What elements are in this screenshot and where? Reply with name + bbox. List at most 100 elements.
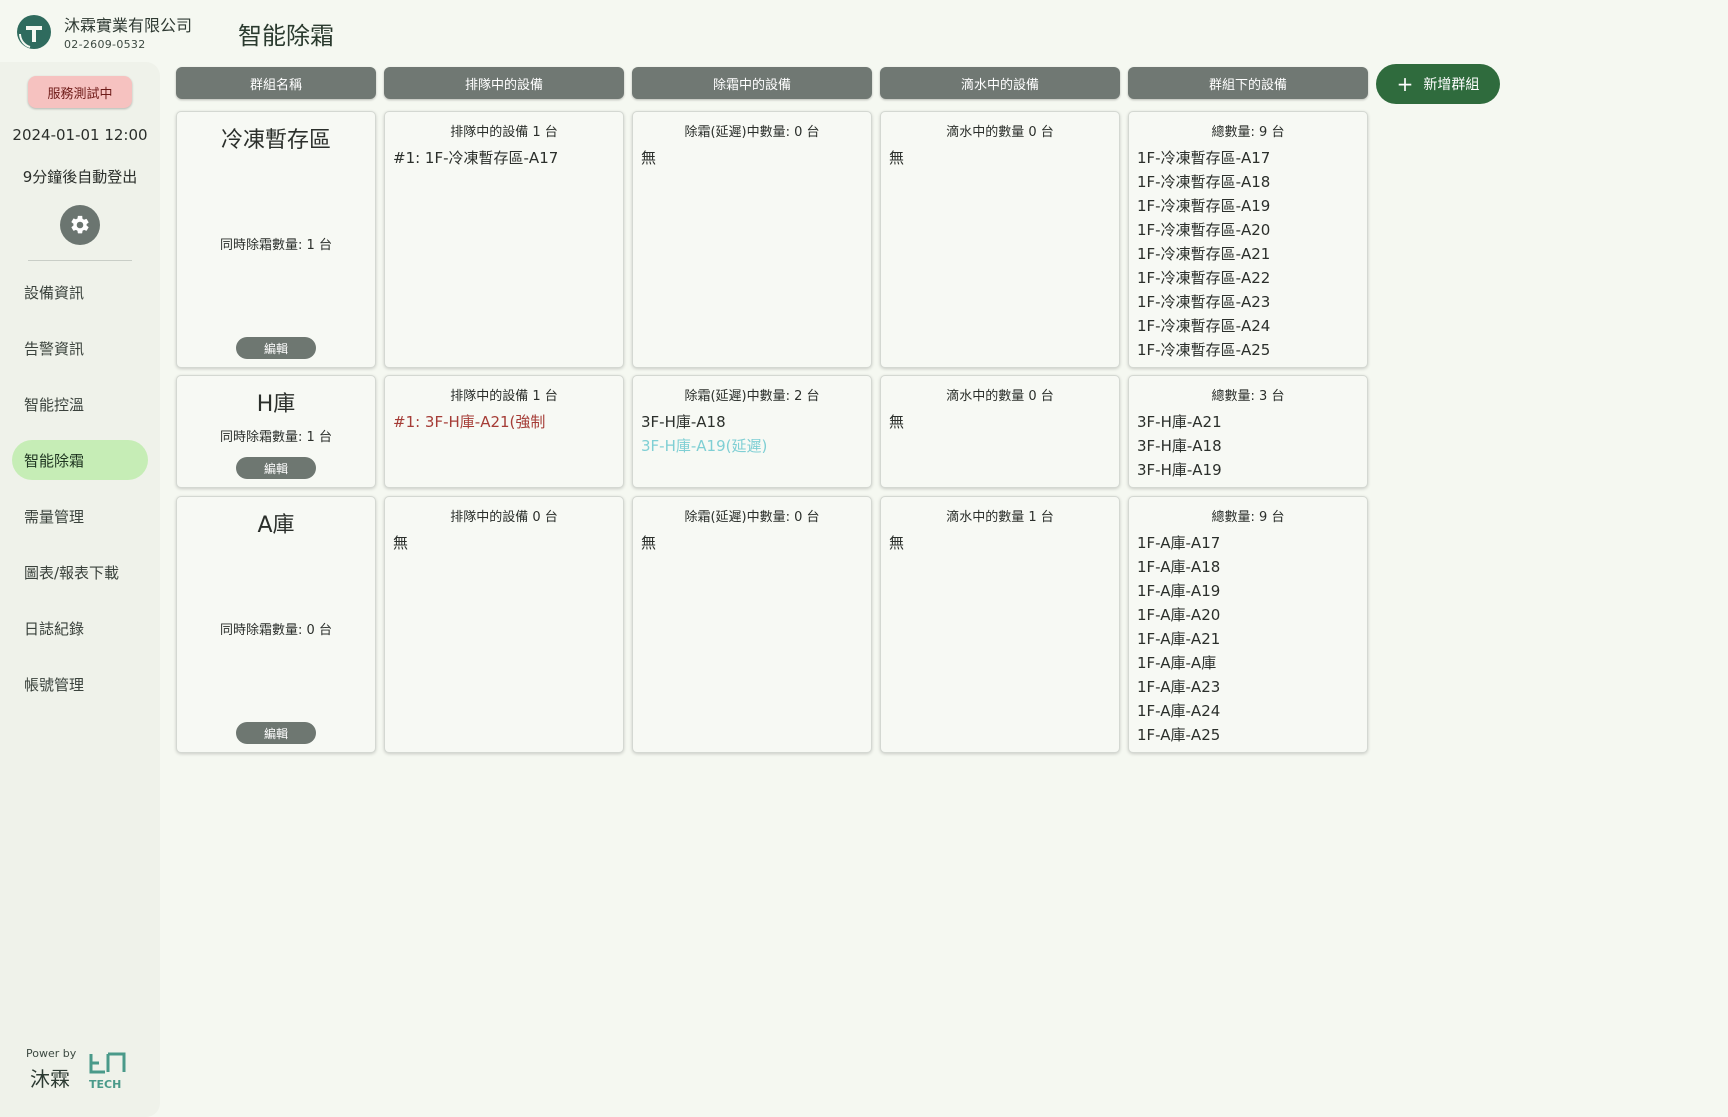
list-item: 1F-冷凍暫存區-A24 xyxy=(1137,317,1271,335)
sidebar-item-demand-management[interactable]: 需量管理 xyxy=(24,507,85,526)
list-item: 1F-A庫-A17 xyxy=(1137,534,1221,552)
defrosting-device-list: 無 xyxy=(641,146,863,170)
list-item: 1F-冷凍暫存區-A18 xyxy=(1137,173,1271,191)
powered-by-label: Power by xyxy=(26,1047,77,1060)
list-item: 1F-冷凍暫存區-A23 xyxy=(1137,293,1271,311)
list-item: #1: 3F-H庫-A21(強制 xyxy=(393,413,546,431)
group-device-list: 1F-A庫-A17 1F-A庫-A18 1F-A庫-A19 1F-A庫-A20 1F-A… xyxy=(1137,531,1359,747)
group-name: 冷凍暫存區 xyxy=(220,128,331,153)
mulin-tech-logo-icon: TECH xyxy=(89,1052,126,1091)
sidebar-item-alarm-info[interactable]: 告警資訊 xyxy=(24,339,85,358)
service-test-badge: 服務測試中 xyxy=(28,76,132,108)
page-title: 智能除霜 xyxy=(238,22,334,50)
group-device-list: 1F-冷凍暫存區-A17 1F-冷凍暫存區-A18 1F-冷凍暫存區-A19 1F-冷… xyxy=(1137,146,1359,362)
add-group-button[interactable]: + 新增群組 xyxy=(1376,64,1500,104)
column-header-group-name: 群組名稱 xyxy=(176,67,376,99)
list-item: 無 xyxy=(889,149,905,167)
auto-logout-note: 9分鐘後自動登出 xyxy=(22,168,138,186)
sidebar-item-charts-reports[interactable]: 圖表/報表下載 xyxy=(24,563,120,582)
drip-count-title: 滴水中的數量 0 台 xyxy=(946,389,1054,404)
tech-logo-text: TECH xyxy=(89,1078,121,1091)
list-item: 1F-A庫-A19 xyxy=(1137,582,1221,600)
add-group-label: 新增群組 xyxy=(1423,77,1480,93)
list-item: 1F-冷凍暫存區-A21 xyxy=(1137,245,1271,263)
list-item: 1F-冷凍暫存區-A17 xyxy=(1137,149,1271,167)
list-item: 1F-A庫-A20 xyxy=(1137,606,1221,624)
column-header-dripping: 滴水中的設備 xyxy=(880,67,1120,99)
queued-device-list: #1: 1F-冷凍暫存區-A17 xyxy=(393,146,615,170)
column-header-devices: 群組下的設備 xyxy=(1128,67,1368,99)
queued-device-list: 無 xyxy=(393,531,615,555)
list-item: 1F-冷凍暫存區-A25 xyxy=(1137,341,1271,359)
list-item: 1F-A庫-A21 xyxy=(1137,630,1221,648)
list-item: 1F-冷凍暫存區-A19 xyxy=(1137,197,1271,215)
simultaneous-defrost-count: 同時除霜數量: 1 台 xyxy=(220,238,332,253)
device-total-title: 總數量: 3 台 xyxy=(1211,389,1285,404)
defrost-count-title: 除霜(延遲)中數量: 0 台 xyxy=(684,125,820,140)
current-datetime: 2024-01-01 12:00 xyxy=(12,126,148,144)
gear-icon xyxy=(71,215,89,234)
list-item: 3F-H庫-A19(延遲) xyxy=(641,437,768,455)
group-card: H庫 同時除霜數量: 1 台 編輯 xyxy=(176,375,376,488)
sidebar-nav: 設備資訊 告警資訊 智能控溫 智能除霜 需量管理 圖表/報表下載 日誌紀錄 帳號… xyxy=(12,272,148,720)
list-item: 1F-A庫-A18 xyxy=(1137,558,1221,576)
list-item: 1F-A庫-A庫 xyxy=(1137,654,1217,672)
simultaneous-defrost-count: 同時除霜數量: 1 台 xyxy=(220,430,332,445)
column-header-queued: 排隊中的設備 xyxy=(384,67,624,99)
company-name: 沐霖實業有限公司 xyxy=(64,16,193,35)
edit-group-button[interactable]: 編輯 xyxy=(236,457,316,479)
dripping-devices-card: 滴水中的數量 1 台 無 xyxy=(880,496,1120,753)
drip-count-title: 滴水中的數量 0 台 xyxy=(946,125,1054,140)
column-header-defrosting: 除霜中的設備 xyxy=(632,67,872,99)
sidebar-divider xyxy=(28,260,132,261)
sidebar-item-smart-defrost[interactable]: 智能除霜 xyxy=(12,440,148,480)
edit-group-button[interactable]: 編輯 xyxy=(236,337,316,359)
queued-count-title: 排隊中的設備 0 台 xyxy=(450,510,558,525)
group-card: A庫 同時除霜數量: 0 台 編輯 xyxy=(176,496,376,753)
group-name: A庫 xyxy=(257,513,295,538)
list-item: 無 xyxy=(393,534,409,552)
defrosting-devices-card: 除霜(延遲)中數量: 2 台 3F-H庫-A18 3F-H庫-A19(延遲) xyxy=(632,375,872,488)
dripping-device-list: 無 xyxy=(889,531,1111,555)
list-item: 1F-冷凍暫存區-A20 xyxy=(1137,221,1271,239)
drip-count-title: 滴水中的數量 1 台 xyxy=(946,510,1054,525)
list-item: 無 xyxy=(889,534,905,552)
sidebar: 服務測試中 2024-01-01 12:00 9分鐘後自動登出 設備資訊 告警資… xyxy=(0,62,160,1117)
queued-count-title: 排隊中的設備 1 台 xyxy=(450,389,558,404)
device-total-title: 總數量: 9 台 xyxy=(1211,125,1285,140)
list-item: 3F-H庫-A21 xyxy=(1137,413,1222,431)
sidebar-item-account-management[interactable]: 帳號管理 xyxy=(24,675,85,694)
dripping-device-list: 無 xyxy=(889,410,1111,434)
settings-button[interactable] xyxy=(60,205,100,245)
edit-group-button[interactable]: 編輯 xyxy=(236,722,316,744)
queued-count-title: 排隊中的設備 1 台 xyxy=(450,125,558,140)
powered-by-footer: Power by 沐霖 TECH xyxy=(26,1047,136,1097)
simultaneous-defrost-count: 同時除霜數量: 0 台 xyxy=(220,623,332,638)
powered-by-name: 沐霖 xyxy=(30,1067,70,1091)
list-item: 1F-A庫-A25 xyxy=(1137,726,1221,744)
plus-icon: + xyxy=(1396,72,1414,96)
defrost-count-title: 除霜(延遲)中數量: 2 台 xyxy=(684,389,820,404)
list-item: 無 xyxy=(641,149,657,167)
defrosting-device-list: 無 xyxy=(641,531,863,555)
list-item: #1: 1F-冷凍暫存區-A17 xyxy=(393,149,559,167)
device-total-title: 總數量: 9 台 xyxy=(1211,510,1285,525)
queued-devices-card: 排隊中的設備 1 台 #1: 1F-冷凍暫存區-A17 xyxy=(384,111,624,368)
queued-devices-card: 排隊中的設備 0 台 無 xyxy=(384,496,624,753)
list-item: 無 xyxy=(889,413,905,431)
dripping-devices-card: 滴水中的數量 0 台 無 xyxy=(880,375,1120,488)
defrosting-devices-card: 除霜(延遲)中數量: 0 台 無 xyxy=(632,111,872,368)
sidebar-item-device-info[interactable]: 設備資訊 xyxy=(24,283,85,302)
sidebar-item-logs[interactable]: 日誌紀錄 xyxy=(24,619,85,638)
company-logo-icon xyxy=(17,15,51,49)
defrosting-devices-card: 除霜(延遲)中數量: 0 台 無 xyxy=(632,496,872,753)
list-item: 1F-A庫-A24 xyxy=(1137,702,1221,720)
list-item: 無 xyxy=(641,534,657,552)
list-item: 3F-H庫-A18 xyxy=(641,413,726,431)
sidebar-item-smart-temperature[interactable]: 智能控溫 xyxy=(24,395,85,414)
queued-devices-card: 排隊中的設備 1 台 #1: 3F-H庫-A21(強制 xyxy=(384,375,624,488)
